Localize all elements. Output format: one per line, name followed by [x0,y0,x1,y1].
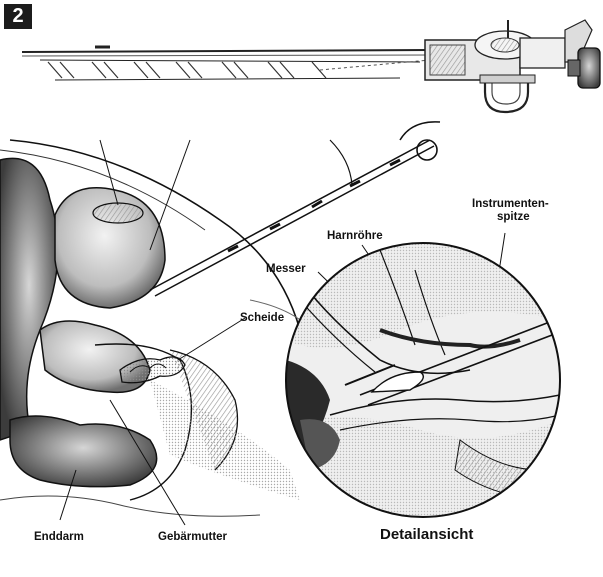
pelvis-cross-section [0,140,320,516]
label-instrument-tip-line1: Instrumenten- [472,198,549,211]
shaft-sleeve-markings [48,62,326,78]
instrument-overview [22,20,600,112]
figure-number-badge: 2 [4,4,32,29]
label-urethra: Harnröhre [327,230,383,243]
label-instrument-tip: Instrumenten- spitze [472,198,549,224]
label-rectum: Enddarm [34,531,84,544]
label-uterus: Gebärmutter [158,531,227,544]
label-instrument-tip-line2: spitze [472,211,549,224]
label-detail-view: Detailansicht [380,528,473,541]
label-knife: Messer [266,263,306,276]
label-vagina: Scheide [240,312,284,325]
detail-magnifier [286,243,560,517]
